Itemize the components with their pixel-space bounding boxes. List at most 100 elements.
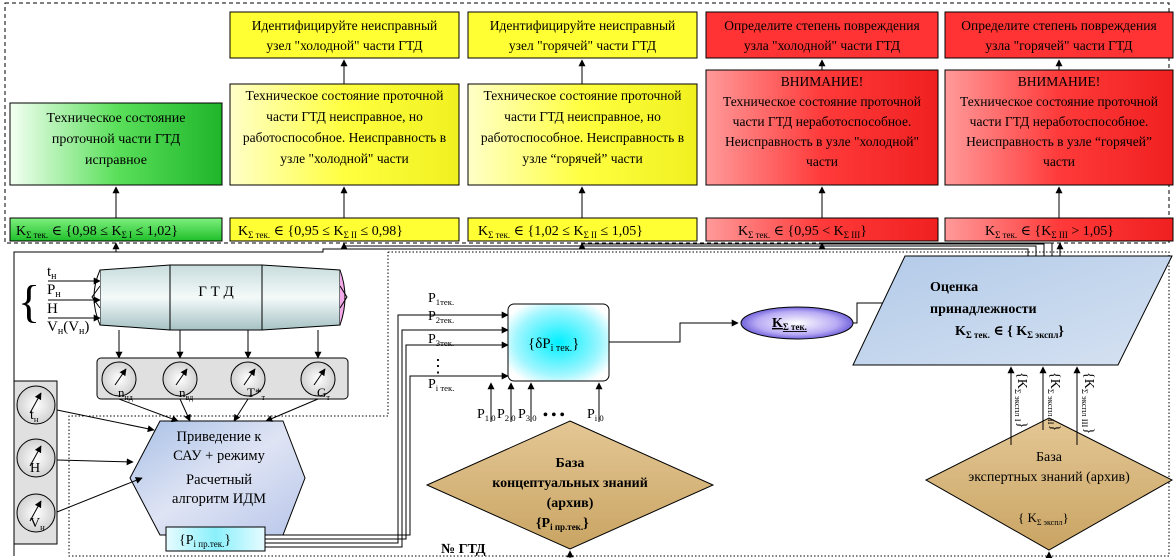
delta-to-k-arrow — [609, 319, 739, 343]
input-brace: { — [18, 276, 40, 327]
k-to-assessment-arrow — [853, 299, 891, 324]
engine-label: Г Т Д — [198, 284, 234, 300]
params-base-ellipsis: • • • — [543, 408, 565, 423]
gauge-label: Vн — [30, 516, 45, 532]
svg-text:KΣ тек. ∈ {0,95 ≤ KΣ II ≤ 0,98: KΣ тек. ∈ {0,95 ≤ KΣ II ≤ 0,98} — [238, 224, 403, 240]
k-current-ellipse[interactable]: KΣ тек. — [740, 306, 854, 340]
expert-set-text: {KΣ экспл I} — [1013, 372, 1029, 428]
expert-set-arrows — [1007, 366, 1081, 558]
engine-gauges: nнд nвд T*т Gт — [101, 361, 336, 402]
condition-cold-fault-box: KΣ тек. ∈ {0,95 ≤ KΣ II ≤ 0,98} — [229, 217, 460, 242]
gauge-label: H — [30, 461, 40, 476]
gauge-label: tн — [30, 408, 39, 424]
svg-text:H: H — [47, 301, 58, 317]
svg-text:KΣ тек. ∈ {1,02 ≤ KΣ II ≤ 1,05: KΣ тек. ∈ {1,02 ≤ KΣ II ≤ 1,05} — [478, 224, 643, 240]
gauge-label: Gт — [317, 385, 330, 402]
expert-set-text: {KΣ экспл II} — [1046, 372, 1062, 431]
assessment-block: Оценка принадлежности KΣ тек. ∈ { KΣ экс… — [852, 255, 1173, 366]
svg-text:Vн(Vн): Vн(Vн) — [47, 319, 89, 337]
engine-gtd: Г Т Д — [91, 264, 348, 331]
condition-normal-box: KΣ тек. ∈ {0,98 ≤ KΣ I ≤ 1,02} — [9, 217, 223, 242]
svg-text:KΣ тек. ∈ {0,95 < KΣ III}: KΣ тек. ∈ {0,95 < KΣ III} — [738, 224, 867, 240]
svg-text:KΣ тек. ∈ {0,98 ≤ KΣ I ≤ 1,02}: KΣ тек. ∈ {0,98 ≤ KΣ I ≤ 1,02} — [16, 224, 178, 240]
gauge-icon: Gт — [300, 361, 336, 402]
svg-text:KΣ тек. ∈ { KΣ экспл}: KΣ тек. ∈ { KΣ экспл} — [955, 324, 1064, 340]
svg-text:{Pi пр.тек.}: {Pi пр.тек.} — [179, 533, 231, 549]
gauge-icon: H — [16, 438, 56, 478]
expert-set-label: {KΣ экспл I} — [1013, 372, 1029, 428]
expert-set-text: {KΣ экспл III} — [1080, 372, 1096, 434]
svg-text:KΣ тек. ∈ {KΣ III > 1,05}: KΣ тек. ∈ {KΣ III > 1,05} — [985, 224, 1114, 240]
gauge-label: nнд — [118, 385, 133, 402]
gtd-number-label: № ГТД — [441, 542, 486, 557]
param-current-label: P2тек. — [428, 309, 454, 325]
top-arrows — [112, 59, 1063, 218]
engine-sensor-block — [96, 330, 349, 400]
reduction-output-box: {Pi пр.тек.} — [165, 526, 266, 552]
svg-text:Оценка: Оценка — [930, 280, 978, 295]
status-cold-failure-box: ВНИМАНИЕ!Техническое состояние проточной… — [705, 69, 939, 186]
svg-text:ВНИМАНИЕ!Техническое состояние: ВНИМАНИЕ!Техническое состояние проточной… — [960, 74, 1158, 169]
params-base-arrows — [487, 382, 603, 422]
svg-text:ВНИМАНИЕ!Техническое состояние: ВНИМАНИЕ!Техническое состояние проточной… — [723, 74, 921, 169]
ambient-gauges: tнH Vн — [16, 385, 56, 533]
hexagon-input-arrows — [56, 398, 319, 513]
params-output-lines — [265, 311, 509, 548]
engine-inputs: { tн Pн H Vн(Vн) — [18, 264, 101, 337]
delta-block: {δPi тек.} — [507, 303, 610, 382]
gauge-icon: nвд — [162, 361, 198, 402]
feedback-lines — [112, 242, 1064, 256]
param-current-label: P3тек. — [428, 332, 454, 348]
param-base-label: P1 0 — [477, 407, 496, 423]
condition-cold-failure-box: KΣ тек. ∈ {0,95 < KΣ III} — [705, 217, 939, 242]
params-vertical-ellipsis: ⋮ — [429, 356, 447, 376]
gauge-label: T*т — [247, 385, 265, 402]
svg-text:{Pi пр.тек.}: {Pi пр.тек.} — [536, 516, 589, 532]
gauge-icon: T*т — [230, 361, 266, 402]
param-base-label: Pi 0 — [587, 407, 604, 423]
params-current-labels: P1тек. P2тек. P3тек. Pi тек. — [428, 291, 454, 393]
svg-text:принадлежности: принадлежности — [930, 302, 1037, 317]
expert-set-labels: {KΣ экспл I} {KΣ экспл II} {KΣ экспл III} — [1013, 372, 1096, 434]
gauge-label: nвд — [179, 385, 193, 402]
condition-hot-failure-box: KΣ тек. ∈ {KΣ III > 1,05} — [944, 217, 1174, 242]
svg-text:Pн: Pн — [47, 282, 61, 300]
condition-hot-fault-box: KΣ тек. ∈ {1,02 ≤ KΣ II ≤ 1,05} — [467, 217, 698, 242]
expert-set-label: {KΣ экспл III} — [1080, 372, 1096, 434]
svg-text:{δPi тек.}: {δPi тек.} — [528, 336, 579, 354]
param-base-label: P2 0 — [497, 407, 516, 423]
gauge-icon: tн — [16, 385, 56, 425]
param-base-label: P3 0 — [518, 407, 537, 423]
expert-set-label: {KΣ экспл II} — [1046, 372, 1062, 431]
lower-zone-frame — [68, 251, 1170, 557]
gauge-icon: nнд — [101, 361, 137, 402]
svg-text:{ KΣ экспл}: { KΣ экспл} — [1018, 510, 1069, 527]
svg-text:tн: tн — [47, 264, 57, 282]
param-current-label: P1тек. — [428, 291, 454, 307]
param-current-label: Pi тек. — [428, 377, 454, 393]
status-hot-failure-box: ВНИМАНИЕ!Техническое состояние проточной… — [944, 69, 1174, 186]
gauge-icon: Vн — [16, 493, 56, 533]
